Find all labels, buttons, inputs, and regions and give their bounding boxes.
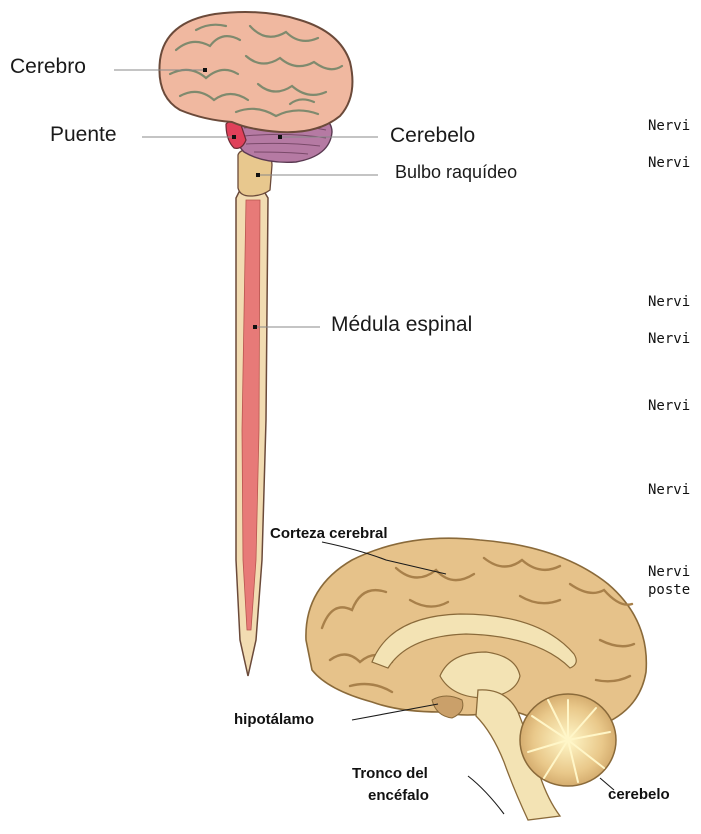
cropped-label-1: Nervi — [648, 118, 690, 134]
hypothalamus-region — [432, 696, 463, 718]
cropped-label-6: Nervi — [648, 482, 690, 498]
label-tronco-line1: Tronco del — [352, 765, 428, 782]
cropped-label-3: Nervi — [648, 294, 690, 310]
label-cerebro: Cerebro — [10, 55, 86, 79]
cropped-label-2: Nervi — [648, 155, 690, 171]
cropped-label-7a: Nervi — [648, 563, 690, 581]
label-hipotalamo: hipotálamo — [234, 711, 314, 728]
label-bulbo-raquideo: Bulbo raquídeo — [395, 162, 517, 183]
label-puente: Puente — [50, 123, 117, 147]
cropped-label-5: Nervi — [648, 398, 690, 414]
cropped-label-4: Nervi — [648, 331, 690, 347]
sagittal-cerebellum — [520, 694, 616, 786]
label-cerebelo-sagittal: cerebelo — [608, 786, 670, 803]
cropped-label-7b: poste — [648, 581, 690, 599]
label-medula-espinal: Médula espinal — [331, 313, 472, 337]
label-corteza-cerebral: Corteza cerebral — [270, 525, 388, 542]
label-tronco-line2: encéfalo — [368, 787, 429, 804]
label-cerebelo: Cerebelo — [390, 124, 475, 148]
cerebrum-shape — [159, 12, 352, 132]
